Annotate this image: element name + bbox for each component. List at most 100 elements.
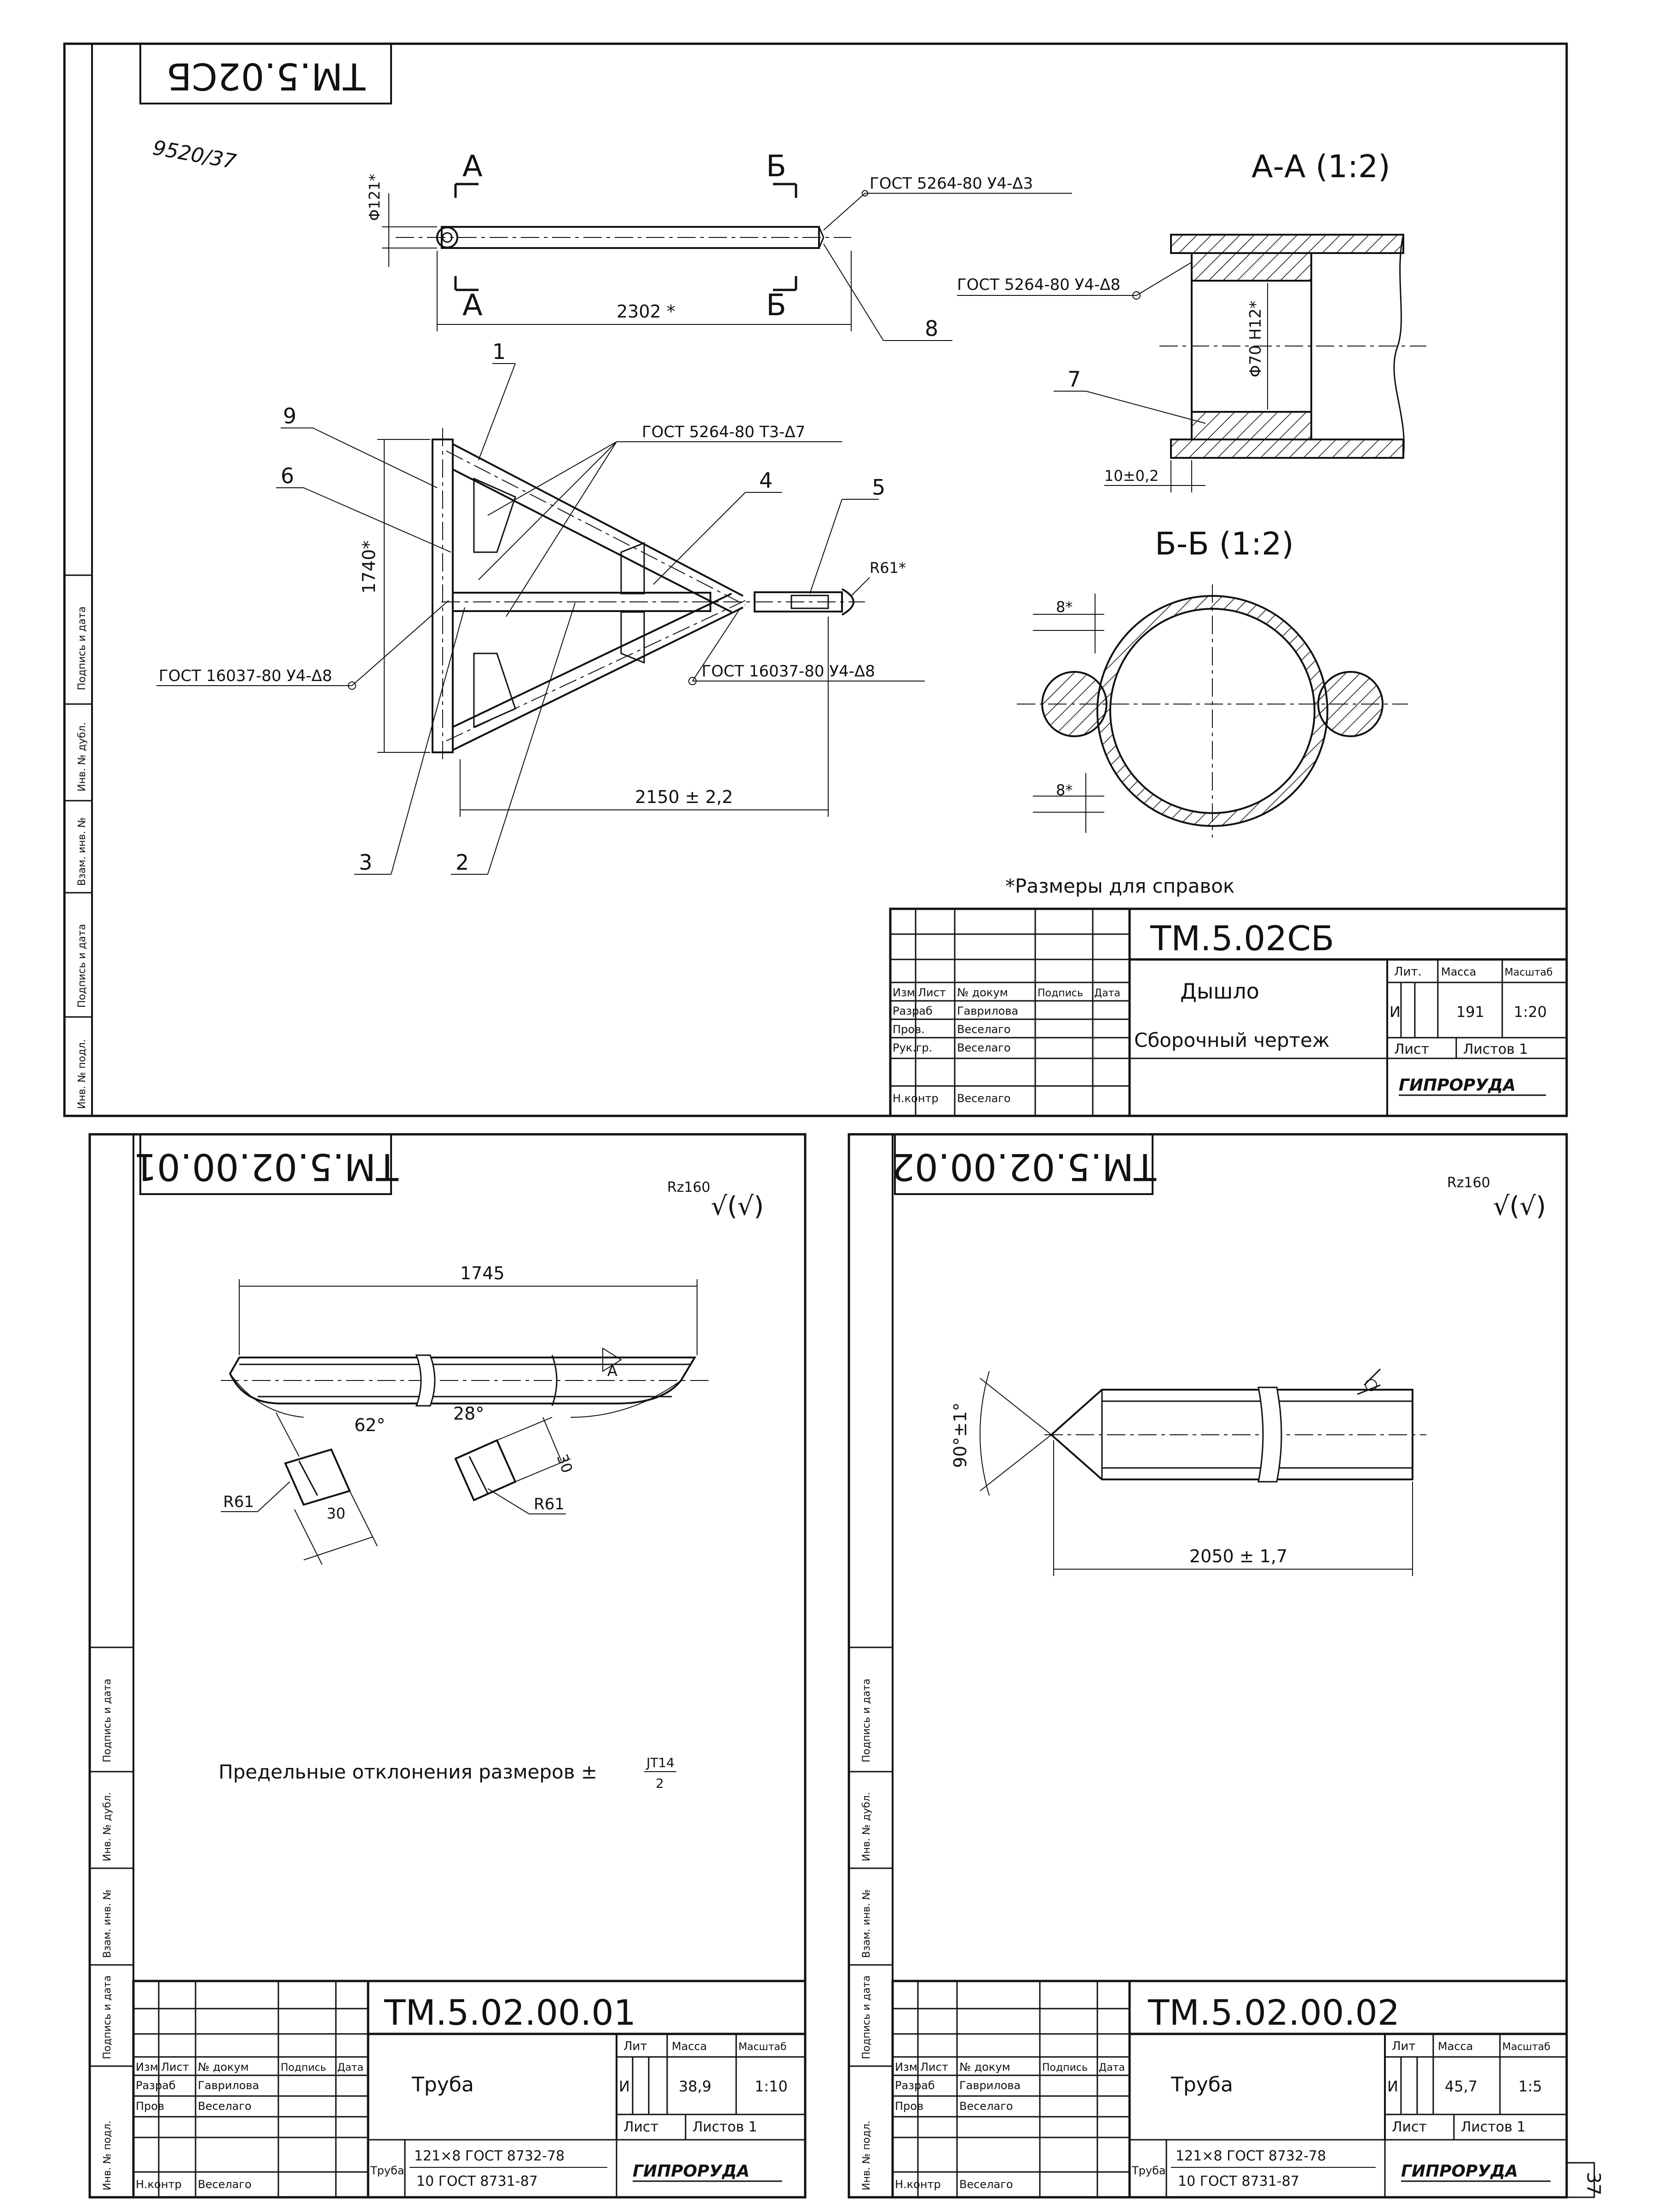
- dim-r61b: R61: [534, 1495, 565, 1513]
- reference-note: *Размеры для справок: [1005, 875, 1234, 897]
- cut-a-top: А: [462, 150, 483, 184]
- r-person-3: Веселаго: [959, 2178, 1013, 2191]
- top-doc-type: Сборочный чертеж: [1134, 1029, 1330, 1051]
- col-doc: № докум: [957, 986, 1008, 999]
- pos-5: 5: [872, 475, 885, 500]
- dim-2150: 2150 ± 2,2: [635, 787, 733, 807]
- l-scale-value: 1:10: [755, 2078, 788, 2095]
- r-scale-value: 1:5: [1518, 2078, 1542, 2095]
- pos-1: 1: [492, 339, 506, 364]
- angle-62: 62°: [354, 1415, 385, 1435]
- left-code: ТМ.5.02.00.01: [384, 1992, 636, 2033]
- l-role-1: Разраб: [136, 2079, 176, 2092]
- strip-field-1: Подпись и дата: [76, 606, 88, 690]
- dim-30b: 30: [553, 1452, 576, 1475]
- dim-2302: 2302 *: [617, 301, 675, 322]
- weld-callout-3: ГОСТ 5264-80 Т3-Δ7: [642, 423, 805, 441]
- strip-l-field-1: Подпись и дата: [102, 1679, 113, 1762]
- role-2: Пров.: [893, 1023, 925, 1036]
- left-roughness-sym: √(√): [711, 1191, 764, 1221]
- l-person-2: Веселаго: [198, 2100, 252, 2113]
- dim-8a: 8*: [1056, 598, 1073, 616]
- lit-value: И: [1390, 1003, 1401, 1021]
- r-col-doc: № докум: [959, 2061, 1010, 2073]
- section-bb-title: Б-Б (1:2): [1155, 526, 1294, 562]
- r-col-list: Лист: [920, 2061, 948, 2073]
- pos-4: 4: [759, 468, 773, 493]
- l-scale-header: Масштаб: [738, 2041, 787, 2053]
- pos-8: 8: [925, 316, 938, 341]
- l-mass-value: 38,9: [679, 2078, 711, 2095]
- left-name: Труба: [411, 2073, 474, 2096]
- angle-90: 90°±1°: [950, 1403, 970, 1468]
- role-3: Рук.гр.: [893, 1041, 932, 1054]
- weld-callout-aa: ГОСТ 5264-80 У4-Δ8: [957, 276, 1120, 294]
- r-person-2: Веселаго: [959, 2100, 1013, 2113]
- col-sign: Подпись: [1038, 988, 1083, 999]
- strip-r-field-5: Инв. № подл.: [861, 2120, 872, 2190]
- cut-b-top: Б: [766, 150, 786, 184]
- r-material-label: Труба: [1131, 2164, 1166, 2177]
- tolerance-num: JT14: [646, 1755, 675, 1770]
- person-4: Веселаго: [957, 1092, 1011, 1105]
- r-lit-value: И: [1387, 2078, 1398, 2095]
- right-title-block: Изм Лист № докум Подпись Дата Разраб Гав…: [891, 1980, 1568, 2199]
- r-org-logo: ГИПРОРУДА: [1401, 2162, 1518, 2181]
- strip-field-2: Инв. № дубл.: [76, 722, 88, 791]
- r-col-date: Дата: [1099, 2062, 1125, 2073]
- role-1: Разраб: [893, 1005, 933, 1017]
- cut-a-bottom: А: [462, 289, 483, 323]
- dim-121: Φ121*: [366, 174, 383, 221]
- assembly-drawing: Подпись и дата Инв. № дубл. Взам. инв. №…: [63, 42, 1568, 1117]
- section-aa: А-А (1:2) Φ70 H12* ГОСТ 5264-80 У4-Δ8 7 …: [957, 149, 1426, 492]
- pos-3: 3: [359, 850, 372, 875]
- weld-callout-1: ГОСТ 5264-80 У4-Δ3: [870, 174, 1033, 193]
- tolerance-note: Предельные отклонения размеров ±: [219, 1761, 597, 1783]
- pos-9: 9: [283, 404, 296, 428]
- col-izm: Изм: [893, 986, 915, 999]
- l-lit-header: Лит: [623, 2039, 647, 2053]
- scale-header: Масштаб: [1505, 967, 1553, 978]
- l-person-1: Гаврилова: [198, 2079, 259, 2092]
- l-material-top: 121×8 ГОСТ 8732-78: [414, 2148, 565, 2164]
- top-corner-stamp-box: [139, 43, 392, 104]
- weld-mark: А: [607, 1362, 617, 1380]
- mass-header: Масса: [1441, 965, 1476, 978]
- dim-1745: 1745: [460, 1263, 505, 1283]
- r-col-izm: Изм: [895, 2061, 917, 2073]
- left-roughness: Rz160: [667, 1179, 710, 1196]
- tube-1-drawing: Подпись и дата Инв. № дубл. Взам. инв. №…: [88, 1133, 807, 2199]
- r-role-3: Н.контр: [895, 2178, 941, 2191]
- strip-l-field-3: Взам. инв. №: [102, 1889, 113, 1958]
- top-frame: [63, 42, 1568, 1117]
- right-roughness-sym: √(√): [1493, 1191, 1546, 1221]
- right-roughness: Rz160: [1447, 1175, 1490, 1191]
- top-inner-frame: [91, 43, 1568, 1117]
- dim-r61: R61*: [870, 559, 906, 577]
- l-material-label: Труба: [370, 2164, 404, 2177]
- pos-6: 6: [281, 463, 294, 488]
- weld-callout-2: ГОСТ 16037-80 У4-Δ8: [159, 667, 332, 685]
- dim-70h12: Φ70 H12*: [1246, 300, 1265, 377]
- strip-r-field-1: Подпись и дата: [861, 1679, 872, 1762]
- l-org-logo: ГИПРОРУДА: [633, 2162, 750, 2181]
- front-view: R61* 1740* 2150 ± 2,2 ГОСТ 5264-80 Т3-Δ7…: [156, 339, 925, 875]
- strip-r-field-2: Инв. № дубл.: [861, 1792, 872, 1861]
- right-code: ТМ.5.02.00.02: [1148, 1992, 1400, 2033]
- cut-b-bottom: Б: [766, 289, 786, 323]
- l-col-sign: Подпись: [281, 2062, 326, 2073]
- dim-10: 10±0,2: [1104, 467, 1159, 485]
- r-sheets-label: Листов 1: [1461, 2119, 1526, 2135]
- l-person-3: Веселаго: [198, 2178, 252, 2191]
- left-title-block: Изм Лист № докум Подпись Дата Разраб Гав…: [132, 1980, 807, 2199]
- top-name: Дышло: [1180, 979, 1259, 1004]
- top-title-block: Изм Лист № докум Подпись Дата Разраб Гав…: [889, 907, 1568, 1117]
- org-logo: ГИПРОРУДА: [1399, 1076, 1516, 1095]
- r-mass-header: Масса: [1438, 2040, 1473, 2053]
- r-lit-header: Лит: [1392, 2039, 1416, 2053]
- section-aa-title: А-А (1:2): [1251, 149, 1390, 185]
- l-mass-header: Масса: [672, 2040, 707, 2053]
- l-col-list: Лист: [161, 2061, 189, 2073]
- strip-field-5: Инв. № подл.: [76, 1039, 88, 1109]
